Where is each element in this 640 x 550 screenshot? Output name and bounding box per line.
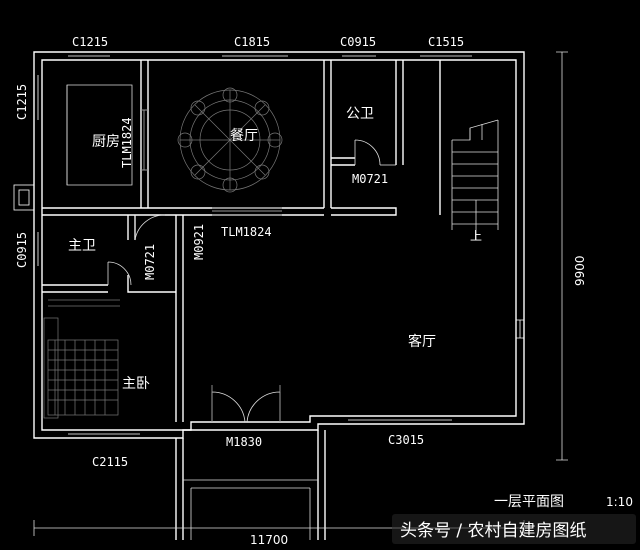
watermark-text: 头条号 / 农村自建房图纸: [400, 521, 587, 541]
door-code-tlm1824-vertical: TLM1824: [120, 117, 134, 168]
window-code-c0915-left: C0915: [15, 232, 29, 268]
dining-table-icon: [177, 87, 283, 193]
window-code-c1215-top: C1215: [72, 35, 108, 49]
room-label-master-bath: 主卫: [68, 238, 96, 254]
door-swing-public-bath: [354, 139, 396, 166]
window-code-c2115-bottom: C2115: [92, 455, 128, 469]
dimension-height: 9900: [573, 255, 587, 286]
room-label-public-bath: 公卫: [346, 106, 374, 122]
windows: [13, 51, 524, 439]
door-code-m0721-public: M0721: [352, 172, 388, 186]
sliding-door-horizontal: [212, 207, 282, 216]
room-label-kitchen: 厨房: [92, 134, 120, 150]
drawing-scale: 1:10: [606, 495, 633, 509]
staircase: [451, 119, 499, 240]
main-entrance-door: [211, 385, 281, 423]
stair-direction-label: 上: [470, 229, 482, 243]
watermark-background: [392, 514, 636, 544]
door-code-m0921: M0921: [192, 224, 206, 260]
room-label-living: 客厅: [408, 333, 436, 350]
door-swing-master-bath: [107, 261, 132, 286]
entrance-porch: [175, 430, 326, 540]
dimension-lines: [33, 51, 568, 536]
window-code-c3015-bottom: C3015: [388, 433, 424, 447]
sliding-door-vertical: [141, 109, 148, 171]
window-code-c0915-top: C0915: [340, 35, 376, 49]
drawing-title: 一层平面图: [494, 494, 564, 510]
kitchen-counter: [66, 84, 133, 186]
room-label-dining: 餐厅: [230, 128, 258, 144]
interior-walls: [42, 60, 441, 422]
window-code-c1815-top: C1815: [234, 35, 270, 49]
room-label-master-bedroom: 主卧: [122, 376, 150, 392]
door-code-m0721-master: M0721: [143, 244, 157, 280]
bedroom-furniture: [43, 299, 120, 419]
dimension-width: 11700: [250, 533, 288, 547]
window-code-c1515-top: C1515: [428, 35, 464, 49]
door-code-m1830: M1830: [226, 435, 262, 449]
window-code-c1215-left: C1215: [15, 84, 29, 120]
door-swing-corridor: [134, 214, 166, 241]
door-code-tlm1824-horizontal: TLM1824: [221, 225, 272, 239]
